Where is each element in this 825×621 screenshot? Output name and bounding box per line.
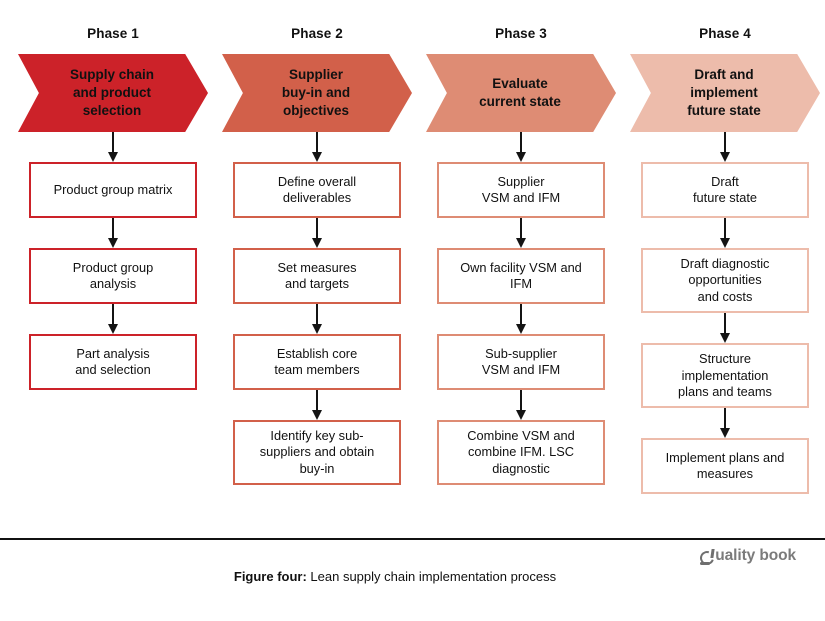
process-flow-diagram: Phase 1 Supply chain and product selectio… [18, 0, 820, 495]
flow-arrow-icon [310, 218, 324, 248]
phase-banner-text-2: Supplier buy-in and objectives [281, 67, 351, 118]
phase-banner-2[interactable]: Supplier buy-in and objectives [222, 54, 412, 132]
step-box[interactable]: Draft future state [641, 162, 809, 218]
phase-column-1: Phase 1 Supply chain and product selectio… [18, 0, 208, 494]
step-text: Sub-supplier VSM and IFM [481, 345, 561, 377]
flow-arrow-icon [514, 218, 528, 248]
step-text: Draft diagnostic opportunities and costs [680, 256, 770, 304]
flow-arrow-icon [514, 132, 528, 162]
chevron-shape-2: Supplier buy-in and objectives [222, 54, 412, 132]
stylized-q-icon [697, 548, 717, 567]
phase-label-1: Phase 1 [87, 26, 139, 41]
phase-banner-text-3: Evaluate current state [479, 76, 561, 109]
step-box[interactable]: Combine VSM and combine IFM. LSC diagnos… [437, 420, 605, 486]
flow-arrow-icon [106, 132, 120, 162]
flow-arrow-icon [310, 132, 324, 162]
phase-label-4: Phase 4 [699, 26, 751, 41]
step-box[interactable]: Draft diagnostic opportunities and costs [641, 248, 809, 314]
phase-label-3: Phase 3 [495, 26, 547, 41]
step-box[interactable]: Part analysis and selection [29, 334, 197, 390]
flow-arrow-icon [106, 218, 120, 248]
phase-banner-text-4: Draft and implement future state [687, 67, 761, 118]
step-text: Own facility VSM and IFM [460, 259, 582, 291]
phase-label-2: Phase 2 [291, 26, 343, 41]
figure-caption-text: Lean supply chain implementation process [306, 569, 557, 584]
phase-banner-4[interactable]: Draft and implement future state [630, 54, 820, 132]
step-text: Define overall deliverables [277, 173, 357, 205]
flow-arrow-icon [514, 304, 528, 334]
step-box[interactable]: Product group analysis [29, 248, 197, 304]
step-box[interactable]: Define overall deliverables [233, 162, 401, 218]
brand-wordmark: uality book [715, 547, 796, 564]
step-box[interactable]: Sub-supplier VSM and IFM [437, 334, 605, 390]
phase-banner-3[interactable]: Evaluate current state [426, 54, 616, 132]
step-box[interactable]: Implement plans and measures [641, 438, 809, 495]
flow-arrow-icon [718, 313, 732, 344]
flow-arrow-icon [106, 304, 120, 334]
phase-banner-text-1: Supply chain and product selection [69, 67, 154, 118]
flow-arrow-icon [310, 390, 324, 420]
step-text: Draft future state [692, 173, 758, 205]
footer-divider [0, 538, 825, 540]
flow-arrow-icon [514, 390, 528, 420]
step-box[interactable]: Establish core team members [233, 334, 401, 390]
step-box[interactable]: Product group matrix [29, 162, 197, 218]
step-box[interactable]: Structure implementation plans and teams [641, 343, 809, 409]
chevron-shape-1: Supply chain and product selection [18, 54, 208, 132]
figure-caption: Figure four: Lean supply chain implement… [0, 569, 825, 584]
step-text: Structure implementation plans and teams [678, 351, 772, 399]
step-box[interactable]: Supplier VSM and IFM [437, 162, 605, 218]
flow-arrow-icon [718, 218, 732, 248]
step-text: Product group matrix [53, 181, 173, 197]
quality-book-logo: uality book [697, 547, 796, 567]
step-text: Combine VSM and combine IFM. LSC diagnos… [467, 428, 575, 476]
phase-banner-1[interactable]: Supply chain and product selection [18, 54, 208, 132]
step-text: Part analysis and selection [75, 345, 151, 377]
figure-footer: uality book Figure four: Lean supply cha… [0, 541, 825, 621]
step-text: Identify key sub- suppliers and obtain b… [259, 428, 375, 476]
step-text: Establish core team members [274, 345, 360, 377]
step-box[interactable]: Identify key sub- suppliers and obtain b… [233, 420, 401, 486]
step-text: Set measures and targets [277, 259, 357, 291]
chevron-shape-3: Evaluate current state [426, 54, 616, 132]
step-box[interactable]: Set measures and targets [233, 248, 401, 304]
step-text: Product group analysis [72, 259, 154, 291]
flow-arrow-icon [718, 408, 732, 439]
flow-arrow-icon [310, 304, 324, 334]
phase-columns: Phase 1 Supply chain and product selectio… [18, 0, 820, 495]
chevron-shape-4: Draft and implement future state [630, 54, 820, 132]
flow-arrow-icon [718, 132, 732, 162]
step-text: Implement plans and measures [665, 449, 785, 482]
step-box[interactable]: Own facility VSM and IFM [437, 248, 605, 304]
step-text: Supplier VSM and IFM [481, 173, 561, 205]
figure-caption-label: Figure four: [233, 569, 307, 584]
